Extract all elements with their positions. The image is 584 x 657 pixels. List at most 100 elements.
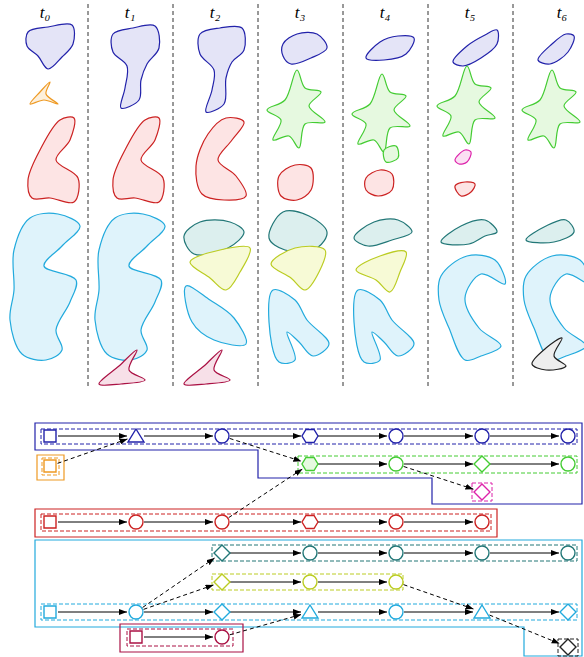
track-arrow (230, 612, 301, 613)
track-arrow (404, 464, 473, 465)
object-blob (526, 220, 574, 243)
object-blob (438, 255, 505, 361)
association-arrow (404, 585, 474, 609)
detection-marker (560, 604, 576, 620)
object-blob (26, 24, 75, 69)
detection-marker (44, 606, 56, 618)
object-blob (190, 246, 251, 290)
track-arrow (230, 582, 301, 583)
track-box (472, 483, 492, 501)
track-nodes (44, 429, 576, 655)
detection-marker (214, 604, 230, 620)
object-blob (267, 70, 325, 148)
detection-marker (303, 575, 317, 589)
object-blob (99, 350, 145, 385)
detection-marker (389, 457, 403, 471)
detection-marker (129, 605, 143, 619)
object-blob (198, 26, 245, 112)
track-arrow (318, 612, 387, 613)
association-arrow (229, 469, 303, 518)
separator-line (258, 4, 259, 386)
detection-marker (475, 429, 489, 443)
detection-marker (389, 605, 403, 619)
detection-marker (561, 457, 575, 471)
track-arrow (318, 582, 387, 583)
track-arrow (144, 637, 213, 638)
track-box (558, 639, 578, 656)
object-blob (95, 213, 165, 360)
association-arrow (58, 439, 128, 463)
track-arrow (404, 553, 473, 554)
detection-marker (214, 545, 230, 561)
track-box (298, 456, 577, 473)
time-separators (88, 4, 513, 386)
detection-marker (474, 456, 490, 472)
separator-line (513, 4, 514, 386)
detection-marker (389, 575, 403, 589)
object-blob (354, 219, 412, 246)
association-arrow (144, 585, 214, 609)
object-blob (532, 338, 566, 370)
detection-marker (474, 605, 490, 618)
detection-marker (44, 460, 56, 472)
detection-marker (389, 546, 403, 560)
association-arrow (230, 614, 302, 634)
object-blob (282, 32, 327, 64)
separator-line (88, 4, 89, 386)
object-blob (366, 36, 414, 61)
detection-marker (215, 630, 229, 644)
detection-marker (215, 515, 229, 529)
separator-line (343, 4, 344, 386)
detection-marker (130, 631, 142, 643)
track-arrow (144, 522, 213, 523)
association-arrow (489, 615, 559, 644)
track-arrow (318, 464, 387, 465)
detection-marker (560, 639, 576, 655)
object-blob (269, 211, 327, 252)
track-arrow (230, 553, 301, 554)
detection-marker (302, 430, 318, 443)
object-blob (352, 74, 410, 152)
detection-marker (129, 515, 143, 529)
track-arrow (58, 612, 127, 613)
time-label: t₃ (295, 4, 306, 21)
detection-marker (475, 546, 489, 560)
track-arrow (404, 522, 473, 523)
track-arrow (58, 436, 127, 437)
group-outline (35, 540, 582, 656)
object-blob (455, 150, 471, 164)
detection-marker (214, 574, 230, 590)
time-label: t₁ (125, 4, 136, 21)
detection-marker (44, 516, 56, 528)
group-outline (37, 455, 64, 480)
group-outline (120, 624, 243, 652)
object-blob (522, 70, 580, 148)
time-label: t₂ (210, 4, 221, 21)
detection-marker (561, 429, 575, 443)
track-links (58, 436, 560, 644)
track-box (41, 429, 577, 444)
object-blob (383, 146, 398, 163)
track-arrow (144, 436, 213, 437)
object-blob (278, 165, 314, 201)
track-arrow (404, 612, 473, 613)
object-blob (113, 117, 164, 203)
object-blob (30, 82, 58, 104)
object-blob (356, 251, 407, 292)
track-arrow (490, 612, 559, 613)
detection-marker (389, 515, 403, 529)
association-arrow (230, 438, 302, 461)
track-arrow (318, 436, 387, 437)
object-blob (538, 34, 574, 64)
track-arrow (144, 612, 213, 613)
object-blob (10, 213, 80, 360)
detection-marker (215, 429, 229, 443)
track-arrow (230, 522, 301, 523)
group-outlines (35, 423, 582, 656)
detection-marker (389, 429, 403, 443)
track-arrow (318, 522, 387, 523)
time-label: t₄ (380, 4, 391, 21)
detection-marker (128, 429, 144, 442)
track-box (212, 574, 403, 590)
